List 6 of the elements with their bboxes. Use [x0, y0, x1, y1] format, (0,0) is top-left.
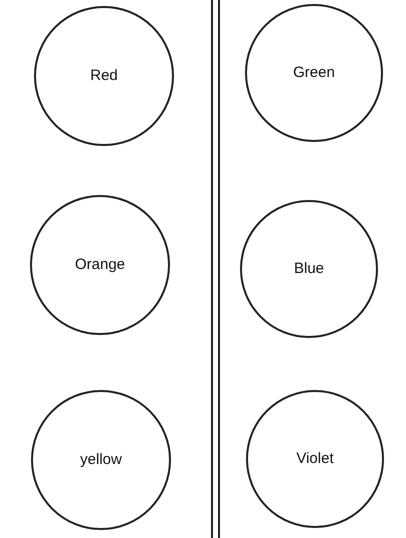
circle-label: yellow	[80, 450, 122, 470]
circle-label: Green	[293, 62, 335, 83]
circle-label: Blue	[294, 258, 324, 279]
circle-label: Orange	[74, 254, 126, 275]
circle-label: Red	[90, 66, 118, 86]
circle-label: Violet	[296, 448, 334, 469]
